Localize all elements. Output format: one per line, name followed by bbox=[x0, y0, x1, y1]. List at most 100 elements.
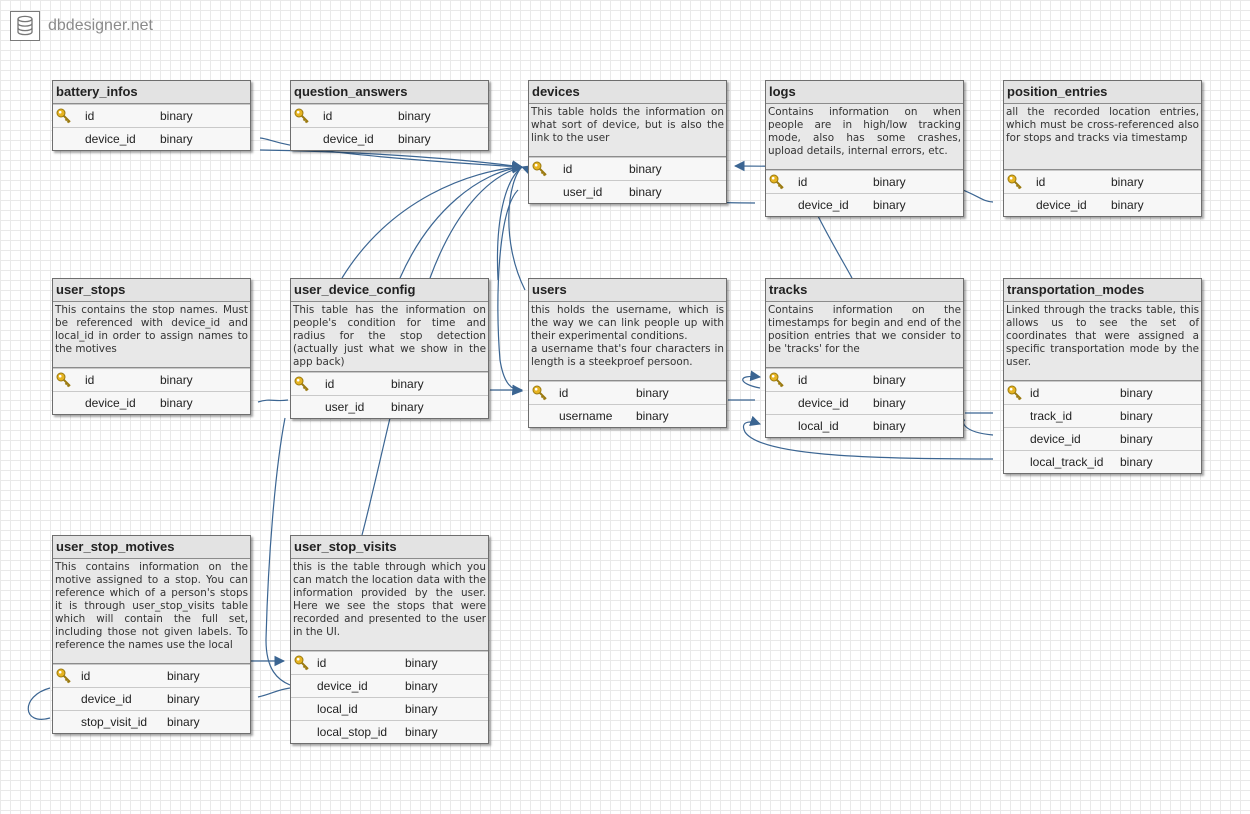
link-motives-visits-2 bbox=[257, 687, 291, 698]
table-logs[interactable]: logs Contains information on when people… bbox=[765, 80, 964, 217]
key-icon bbox=[769, 174, 784, 190]
column-name: local_id bbox=[317, 702, 358, 716]
table-row[interactable]: id binary bbox=[291, 104, 488, 127]
column-name: device_id bbox=[798, 198, 849, 212]
table-user-device-config[interactable]: user_device_config This table has the in… bbox=[290, 278, 489, 419]
column-type: binary bbox=[873, 175, 906, 189]
table-row[interactable]: device_id binary bbox=[291, 674, 488, 697]
table-row[interactable]: id binary bbox=[53, 664, 250, 687]
table-row[interactable]: device_id binary bbox=[53, 127, 250, 150]
table-row[interactable]: id binary bbox=[291, 651, 488, 674]
table-row[interactable]: stop_visit_id binary bbox=[53, 710, 250, 733]
table-user-stops[interactable]: user_stops This contains the stop names.… bbox=[52, 278, 251, 415]
table-description: This table has the information on people… bbox=[291, 302, 488, 372]
column-type: binary bbox=[636, 409, 669, 423]
table-row[interactable]: id binary bbox=[53, 368, 250, 391]
link-question-devices bbox=[259, 149, 524, 172]
column-name: user_id bbox=[325, 400, 365, 414]
key-icon bbox=[56, 668, 71, 684]
table-tracks[interactable]: tracks Contains information on the times… bbox=[765, 278, 964, 438]
column-name: id bbox=[1036, 175, 1046, 189]
table-row[interactable]: track_id binary bbox=[1004, 404, 1201, 427]
link-devices-users bbox=[497, 189, 524, 396]
table-title: user_device_config bbox=[291, 279, 488, 302]
table-row[interactable]: device_id binary bbox=[1004, 193, 1201, 216]
link-userstops-config bbox=[257, 399, 289, 403]
column-type: binary bbox=[391, 400, 424, 414]
table-row[interactable]: id binary bbox=[53, 104, 250, 127]
table-transportation-modes[interactable]: transportation_modes Linked through the … bbox=[1003, 278, 1202, 474]
table-row[interactable]: id binary bbox=[1004, 170, 1201, 193]
table-row[interactable]: local_stop_id binary bbox=[291, 720, 488, 743]
table-row[interactable]: username binary bbox=[529, 404, 726, 427]
column-name: id bbox=[798, 373, 808, 387]
key-icon bbox=[769, 372, 784, 388]
column-name: id bbox=[323, 109, 333, 123]
table-row[interactable]: device_id binary bbox=[53, 391, 250, 414]
column-type: binary bbox=[1120, 455, 1153, 469]
column-name: device_id bbox=[1030, 432, 1081, 446]
column-name: local_stop_id bbox=[317, 725, 388, 739]
table-row[interactable]: device_id binary bbox=[766, 391, 963, 414]
table-row[interactable]: user_id binary bbox=[291, 395, 488, 418]
key-icon bbox=[532, 385, 547, 401]
key-icon bbox=[1007, 174, 1022, 190]
column-type: binary bbox=[636, 386, 669, 400]
column-name: id bbox=[85, 109, 95, 123]
column-type: binary bbox=[405, 725, 438, 739]
column-name: device_id bbox=[1036, 198, 1087, 212]
column-name: id bbox=[1030, 386, 1040, 400]
table-battery-infos[interactable]: battery_infos id binary device_id binary bbox=[52, 80, 251, 151]
column-type: binary bbox=[873, 198, 906, 212]
column-name: id bbox=[325, 377, 335, 391]
key-icon bbox=[294, 376, 309, 392]
column-type: binary bbox=[405, 656, 438, 670]
table-row[interactable]: id binary bbox=[766, 368, 963, 391]
table-row[interactable]: device_id binary bbox=[1004, 427, 1201, 450]
database-icon bbox=[10, 11, 40, 41]
table-row[interactable]: local_track_id binary bbox=[1004, 450, 1201, 473]
table-user-stop-visits[interactable]: user_stop_visits this is the table throu… bbox=[290, 535, 489, 744]
link-config-visits bbox=[361, 417, 391, 536]
column-type: binary bbox=[398, 109, 431, 123]
table-row[interactable]: user_id binary bbox=[529, 180, 726, 203]
table-title: position_entries bbox=[1004, 81, 1201, 104]
key-icon bbox=[294, 108, 309, 124]
link-config-devices-2 bbox=[429, 166, 523, 279]
table-row[interactable]: local_id binary bbox=[766, 414, 963, 437]
table-row[interactable]: id binary bbox=[529, 381, 726, 404]
column-name: id bbox=[559, 386, 569, 400]
table-description: this is the table through which you can … bbox=[291, 559, 488, 651]
table-row[interactable]: device_id binary bbox=[53, 687, 250, 710]
table-row[interactable]: device_id binary bbox=[291, 127, 488, 150]
table-title: user_stop_visits bbox=[291, 536, 488, 559]
key-icon bbox=[56, 372, 71, 388]
link-transport-tracks-3 bbox=[742, 415, 994, 460]
table-user-stop-motives[interactable]: user_stop_motives This contains informat… bbox=[52, 535, 251, 734]
table-row[interactable]: id binary bbox=[291, 372, 488, 395]
table-question-answers[interactable]: question_answers id binary device_id bin… bbox=[290, 80, 489, 151]
link-transport-tracks-2 bbox=[962, 419, 994, 436]
table-users[interactable]: users this holds the username, which is … bbox=[528, 278, 727, 428]
column-type: binary bbox=[167, 715, 200, 729]
column-type: binary bbox=[167, 692, 200, 706]
table-title: transportation_modes bbox=[1004, 279, 1201, 302]
table-description: This contains information on the motive … bbox=[53, 559, 250, 664]
table-row[interactable]: device_id binary bbox=[766, 193, 963, 216]
column-name: id bbox=[798, 175, 808, 189]
table-row[interactable]: id binary bbox=[1004, 381, 1201, 404]
table-row[interactable]: id binary bbox=[529, 157, 726, 180]
column-type: binary bbox=[873, 419, 906, 433]
table-row[interactable]: id binary bbox=[766, 170, 963, 193]
table-position-entries[interactable]: position_entries all the recorded locati… bbox=[1003, 80, 1202, 217]
column-name: device_id bbox=[85, 132, 136, 146]
table-row[interactable]: local_id binary bbox=[291, 697, 488, 720]
link-tracks-self bbox=[742, 370, 762, 389]
column-name: stop_visit_id bbox=[81, 715, 148, 729]
table-title: user_stops bbox=[53, 279, 250, 302]
link-logs-tracks bbox=[816, 213, 853, 279]
brand[interactable]: dbdesigner.net bbox=[10, 10, 153, 42]
column-type: binary bbox=[1111, 198, 1144, 212]
table-devices[interactable]: devices This table holds the information… bbox=[528, 80, 727, 204]
table-description: This contains the stop names. Must be re… bbox=[53, 302, 250, 368]
